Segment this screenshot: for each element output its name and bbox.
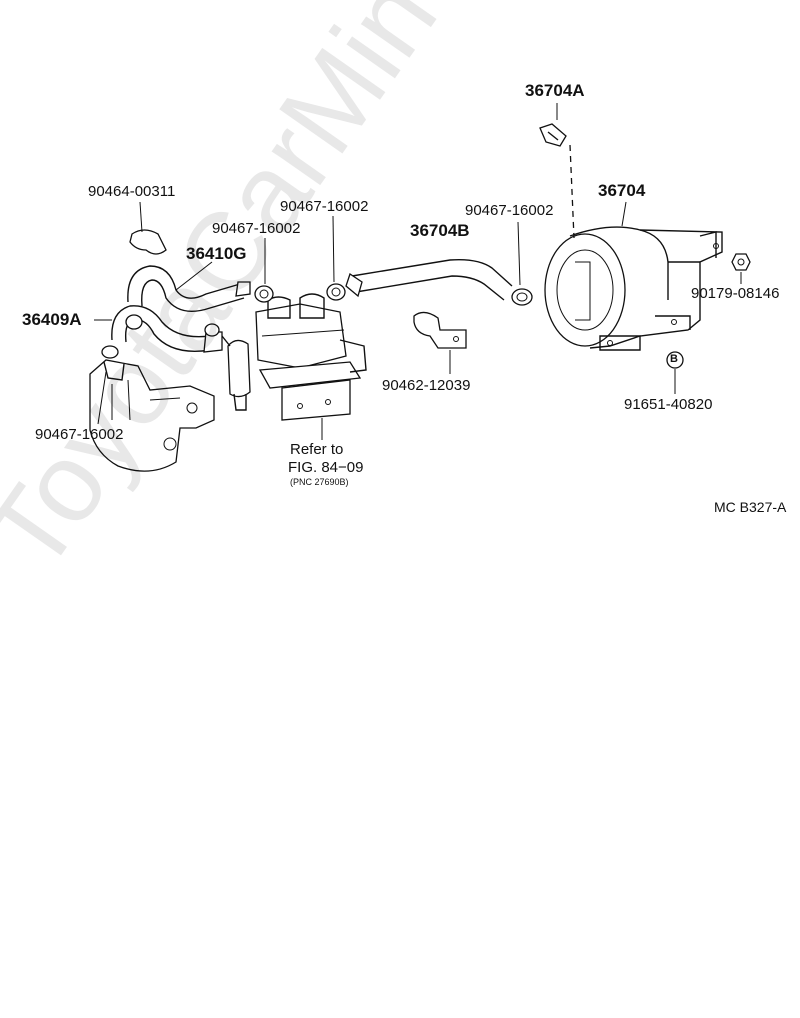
bolt-marker-letter: B bbox=[670, 353, 678, 365]
bracket-90462-12039 bbox=[413, 311, 467, 374]
hose-36409A bbox=[111, 305, 223, 353]
fitting-36704A bbox=[539, 103, 567, 147]
clip-90464-00311 bbox=[129, 201, 167, 255]
label-90179-08146: 90179-08146 bbox=[691, 285, 780, 302]
bolt-marker-circle bbox=[666, 351, 684, 369]
clamp-upper-left bbox=[254, 285, 274, 303]
hose-36704B bbox=[345, 258, 513, 301]
refer-line-2: FIG. 84−09 bbox=[288, 459, 364, 476]
throttle-body bbox=[89, 359, 215, 472]
clamp-mid bbox=[326, 283, 346, 301]
hose-36410G bbox=[127, 265, 251, 312]
label-90464-00311: 90464-00311 bbox=[88, 183, 176, 200]
label-90467-16002-top: 90467-16002 bbox=[280, 198, 369, 215]
label-36704: 36704 bbox=[598, 181, 646, 200]
charcoal-canister bbox=[544, 226, 723, 351]
label-91651-40820: 91651-40820 bbox=[624, 396, 713, 413]
label-90467-16002-mid: 90467-16002 bbox=[212, 220, 301, 237]
label-36410G: 36410G bbox=[186, 244, 247, 263]
label-90467-16002-right: 90467-16002 bbox=[465, 202, 554, 219]
vsv-assembly bbox=[221, 293, 367, 421]
label-36409A: 36409A bbox=[22, 310, 82, 329]
label-90462-12039: 90462-12039 bbox=[382, 377, 471, 394]
refer-line-3: (PNC 27690B) bbox=[290, 477, 349, 487]
label-36704B: 36704B bbox=[410, 221, 470, 240]
label-90467-16002-low: 90467-16002 bbox=[35, 426, 124, 443]
diagram-code: MC B327-A bbox=[714, 499, 787, 515]
clamp-right bbox=[511, 288, 533, 306]
refer-line-1: Refer to bbox=[290, 441, 344, 458]
label-36704A: 36704A bbox=[525, 81, 585, 100]
nut-90179-08146 bbox=[731, 253, 751, 284]
